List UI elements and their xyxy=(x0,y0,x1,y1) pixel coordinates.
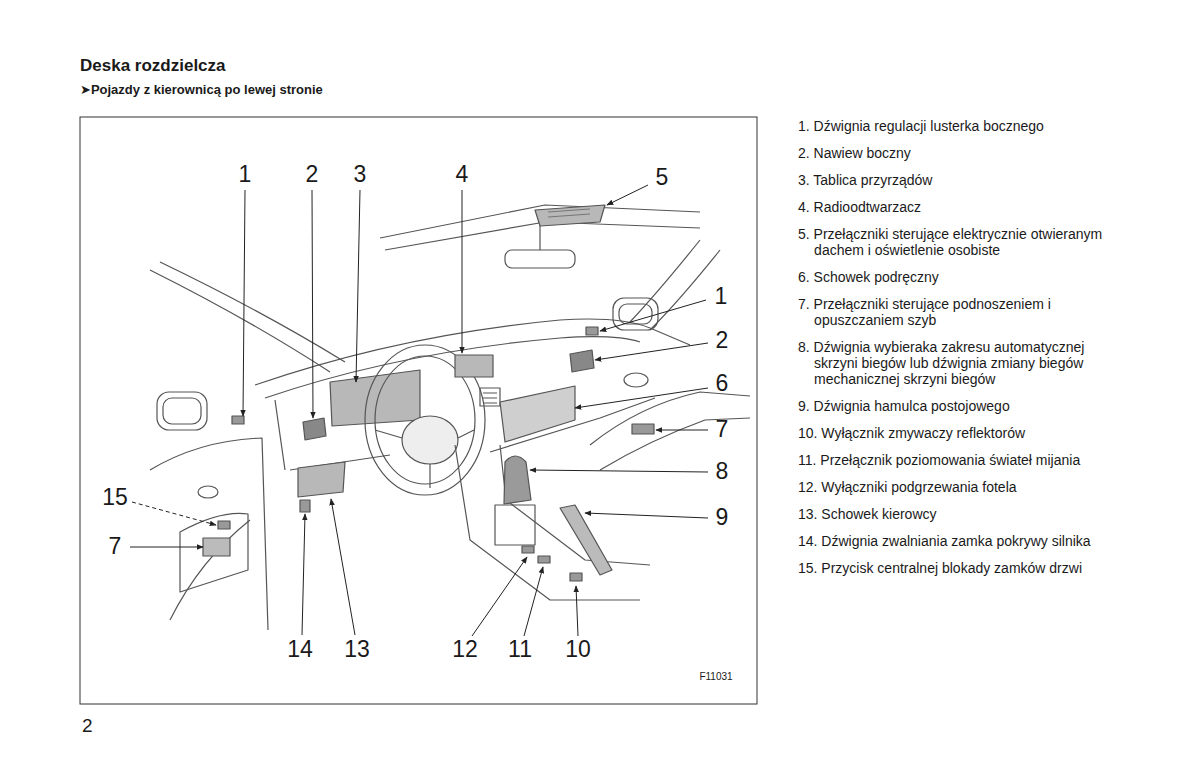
figure-code: F11031 xyxy=(699,671,732,682)
legend-item: 2. Nawiew boczny xyxy=(798,145,1116,161)
page-number: 2 xyxy=(82,716,93,737)
subtitle: ➤Pojazdy z kierownicą po lewej stronie xyxy=(80,83,323,97)
legend-item: 8. Dźwignia wybieraka zakresu automatycz… xyxy=(798,339,1116,387)
legend-item: 11. Przełącznik poziomowania świateł mij… xyxy=(798,452,1116,468)
callout-number: 7 xyxy=(716,417,729,442)
legend-item: 12. Wyłączniki podgrzewania fotela xyxy=(798,479,1116,495)
legend-item: 7. Przełączniki sterujące podnoszeniem i… xyxy=(798,296,1116,328)
car-interior xyxy=(150,205,750,630)
legend-item: 9. Dźwignia hamulca postojowego xyxy=(798,398,1116,414)
callout-number: 1 xyxy=(715,284,728,309)
callout-number: 3 xyxy=(354,162,367,187)
figure-frame xyxy=(80,117,757,704)
callout-number: 4 xyxy=(456,162,469,187)
legend-item: 14. Dźwignia zwalniania zamka pokrywy si… xyxy=(798,533,1116,549)
legend-item: 10. Wyłącznik zmywaczy reflektorów xyxy=(798,425,1116,441)
callout-number: 10 xyxy=(565,637,591,662)
legend-item: 5. Przełączniki sterujące elektrycznie o… xyxy=(798,226,1116,258)
legend-item: 3. Tablica przyrządów xyxy=(798,172,1116,188)
callout-number: 12 xyxy=(452,637,478,662)
legend-item: 4. Radioodtwarzacz xyxy=(798,199,1116,215)
callout-number: 8 xyxy=(716,459,729,484)
callout-number: 1 xyxy=(239,162,252,187)
callout-number: 11 xyxy=(508,637,532,662)
callout-number: 13 xyxy=(344,637,370,662)
legend-item: 1. Dźwignia regulacji lusterka bocznego xyxy=(798,118,1116,134)
legend-item: 13. Schowek kierowcy xyxy=(798,506,1116,522)
callout-number: 5 xyxy=(656,165,669,190)
callout-number: 14 xyxy=(287,637,313,662)
legend-item: 6. Schowek podręczny xyxy=(798,269,1116,285)
callout-number: 15 xyxy=(102,485,128,510)
legend-item: 15. Przycisk centralnej blokady zamków d… xyxy=(798,560,1116,576)
leader-lines xyxy=(130,185,708,636)
callout-number: 7 xyxy=(109,534,122,559)
callout-number: 2 xyxy=(306,162,319,187)
callout-number: 9 xyxy=(716,505,729,530)
callout-number: 6 xyxy=(716,371,729,396)
page-title: Deska rozdzielcza xyxy=(80,57,226,76)
callout-number: 2 xyxy=(716,328,729,353)
legend-list: 1. Dźwignia regulacji lusterka bocznego 2… xyxy=(798,118,1116,587)
